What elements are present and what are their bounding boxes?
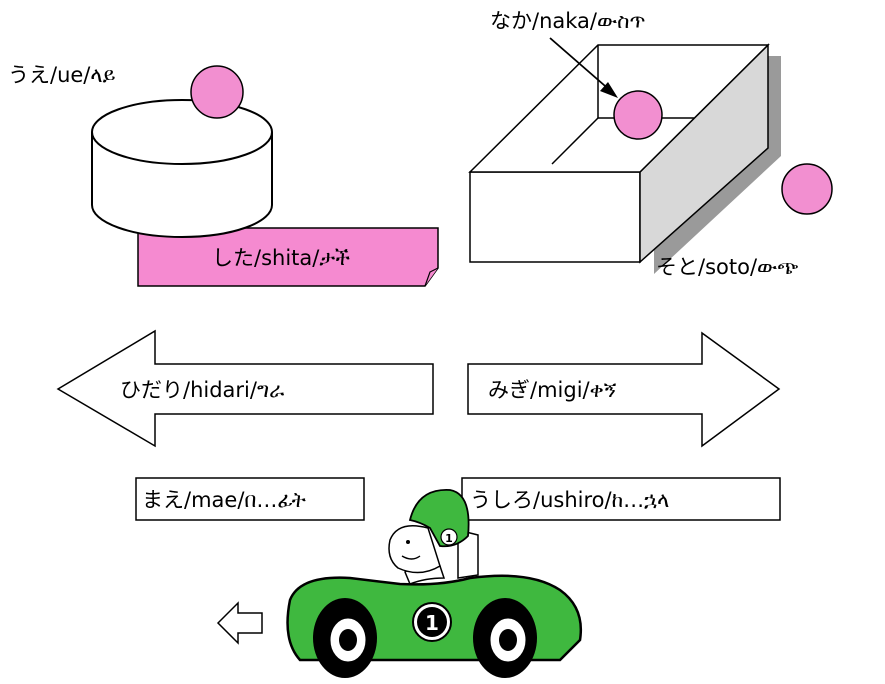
cake-group xyxy=(91,65,439,287)
front-wheel xyxy=(313,598,377,678)
label-migi: みぎ/migi/ቀኝ xyxy=(488,378,617,402)
ushiro-box xyxy=(461,477,781,521)
label-ue: うえ/ue/ላይ xyxy=(8,63,116,87)
right-arrow-shape xyxy=(467,331,781,448)
label-naka: なか/naka/ውስጥ xyxy=(490,9,645,33)
left-arrow-shape xyxy=(56,329,434,448)
mae-box xyxy=(135,477,365,521)
ball-on-top xyxy=(190,65,244,119)
helmet-number: 1 xyxy=(445,532,453,545)
label-shita: した/shita/ታች xyxy=(212,246,350,270)
ball-outside xyxy=(781,163,833,215)
car-number: 1 xyxy=(425,611,439,635)
label-ushiro: うしろ/ushiro/ከ…ኋላ xyxy=(470,488,669,512)
label-hidari: ひだり/hidari/ግራ xyxy=(120,378,284,402)
box-group xyxy=(468,37,781,274)
small-left-arrow-icon xyxy=(216,601,263,645)
pink-paper xyxy=(137,227,439,287)
cylinder-cake xyxy=(91,99,273,238)
race-car: 1 1 xyxy=(286,489,583,678)
label-soto: そと/soto/ውጭ xyxy=(656,255,798,279)
rear-wheel xyxy=(473,598,537,678)
label-mae: まえ/mae/በ…ፊት xyxy=(142,488,306,512)
ball-inside xyxy=(613,90,663,140)
